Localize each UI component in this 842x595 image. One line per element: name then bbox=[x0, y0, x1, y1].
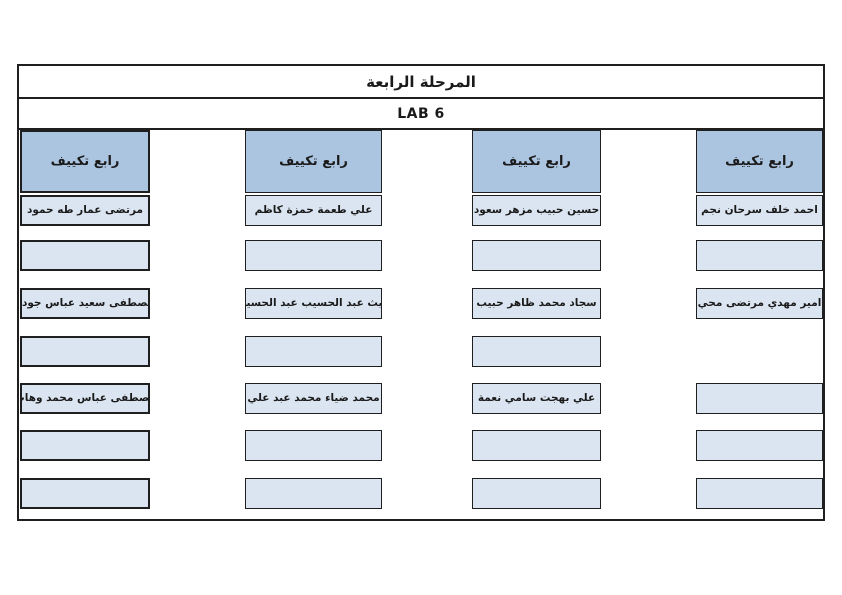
student-cell: علي بهجت سامي نعمة bbox=[472, 383, 601, 414]
empty-cell bbox=[472, 478, 601, 509]
empty-cell bbox=[20, 478, 150, 509]
empty-cell bbox=[245, 478, 382, 509]
empty-cell bbox=[696, 478, 823, 509]
student-cell: مصطفى سعيد عباس جودة bbox=[20, 288, 150, 319]
student-cell: امير مهدي مرتضى محي bbox=[696, 288, 823, 319]
empty-cell bbox=[20, 240, 150, 271]
column-1-header: رابع تكييف bbox=[20, 130, 150, 193]
student-cell: علي طعمة حمزة كاظم bbox=[245, 195, 382, 226]
column-3-header: رابع تكييف bbox=[472, 130, 601, 193]
empty-cell bbox=[20, 430, 150, 461]
student-cell: مرتضى عمار طه حمود bbox=[20, 195, 150, 226]
empty-cell bbox=[696, 383, 823, 414]
student-cell: سجاد محمد ظاهر حبيب bbox=[472, 288, 601, 319]
column-4-header: رابع تكييف bbox=[696, 130, 823, 193]
empty-cell bbox=[472, 336, 601, 367]
empty-cell bbox=[696, 430, 823, 461]
student-cell: غيث عبد الحسيب عبد الحسين bbox=[245, 288, 382, 319]
column-2-header: رابع تكييف bbox=[245, 130, 382, 193]
student-cell: مصطفى عباس محمد وهاب bbox=[20, 383, 150, 414]
empty-cell bbox=[245, 240, 382, 271]
empty-cell bbox=[20, 336, 150, 367]
page-title: المرحلة الرابعة bbox=[19, 66, 823, 99]
empty-cell bbox=[472, 430, 601, 461]
student-cell: احمد خلف سرحان نجم bbox=[696, 195, 823, 226]
empty-cell bbox=[472, 240, 601, 271]
empty-cell bbox=[245, 430, 382, 461]
student-cell: محمد ضياء محمد عبد علي bbox=[245, 383, 382, 414]
student-cell: حسين حبيب مزهر سعود bbox=[472, 195, 601, 226]
lab-title: LAB 6 bbox=[19, 99, 823, 130]
empty-cell bbox=[696, 240, 823, 271]
empty-cell bbox=[245, 336, 382, 367]
